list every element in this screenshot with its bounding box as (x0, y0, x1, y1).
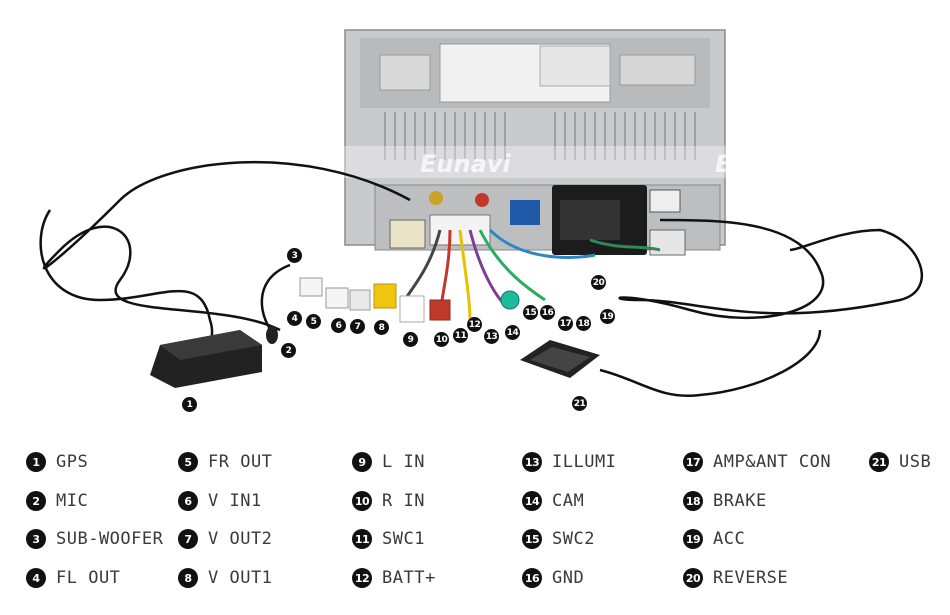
legend-item-5: 5 FR OUT (178, 451, 272, 473)
legend-label: MIC (56, 491, 89, 511)
legend-item-17: 17 AMP&ANT CON (683, 451, 831, 473)
callout-12: 12 (467, 317, 482, 332)
legend-item-6: 6 V IN1 (178, 490, 262, 512)
legend-label: SWC1 (382, 529, 425, 549)
legend-number-badge: 9 (352, 452, 372, 472)
callout-6: 6 (331, 318, 346, 333)
legend-item-14: 14 CAM (522, 490, 584, 512)
legend-number-badge: 21 (869, 452, 889, 472)
callout-5: 5 (306, 314, 321, 329)
callout-10: 10 (434, 332, 449, 347)
watermark-text: Eunavi (715, 150, 806, 178)
callout-18: 18 (576, 316, 591, 331)
legend-number-badge: 17 (683, 452, 703, 472)
callout-2: 2 (281, 343, 296, 358)
legend-item-8: 8 V OUT1 (178, 567, 272, 589)
heat-sink (384, 112, 696, 160)
callout-4: 4 (287, 311, 302, 326)
legend-label: V IN1 (208, 491, 262, 511)
legend-item-10: 10 R IN (352, 490, 425, 512)
head-unit-photo: Eunavi Eunavi Eunavi (0, 29, 950, 398)
legend-item-15: 15 SWC2 (522, 528, 595, 550)
callout-17: 17 (558, 316, 573, 331)
legend-number-badge: 10 (352, 491, 372, 511)
legend-number-badge: 6 (178, 491, 198, 511)
legend-label: BRAKE (713, 491, 767, 511)
legend-number-badge: 4 (26, 568, 46, 588)
legend-number-badge: 18 (683, 491, 703, 511)
watermark-text: Eunavi (420, 150, 511, 178)
legend-label: ILLUMI (552, 452, 617, 472)
legend-label: V OUT1 (208, 568, 273, 588)
rca-plugs (299, 277, 520, 323)
callout-1: 1 (182, 397, 197, 412)
legend-label: GPS (56, 452, 89, 472)
callout-21: 21 (572, 396, 587, 411)
usb-connector (520, 340, 600, 378)
legend-label: AMP&ANT CON (713, 452, 832, 472)
legend-item-12: 12 BATT+ (352, 567, 436, 589)
legend-label: SWC2 (552, 529, 595, 549)
legend-label: V OUT2 (208, 529, 273, 549)
legend-number-badge: 12 (352, 568, 372, 588)
gps-antenna (150, 330, 262, 388)
legend-number-badge: 11 (352, 529, 372, 549)
legend-number-badge: 15 (522, 529, 542, 549)
callout-3: 3 (287, 248, 302, 263)
callout-13: 13 (484, 329, 499, 344)
legend-number-badge: 19 (683, 529, 703, 549)
legend-number-badge: 20 (683, 568, 703, 588)
legend-item-1: 1 GPS (26, 451, 88, 473)
legend-item-11: 11 SWC1 (352, 528, 425, 550)
callout-20: 20 (591, 275, 606, 290)
legend-number-badge: 14 (522, 491, 542, 511)
legend-label: ACC (713, 529, 746, 549)
legend-label: GND (552, 568, 585, 588)
legend-item-20: 20 REVERSE (683, 567, 788, 589)
legend-label: FL OUT (56, 568, 121, 588)
legend-label: R IN (382, 491, 425, 511)
legend-number-badge: 16 (522, 568, 542, 588)
legend-number-badge: 2 (26, 491, 46, 511)
legend-label: FR OUT (208, 452, 273, 472)
legend-number-badge: 7 (178, 529, 198, 549)
legend-number-badge: 3 (26, 529, 46, 549)
callout-15: 15 (523, 305, 538, 320)
callout-14: 14 (505, 325, 520, 340)
callout-8: 8 (374, 320, 389, 335)
legend-item-18: 18 BRAKE (683, 490, 767, 512)
head-unit-chassis (344, 29, 726, 256)
legend-label: REVERSE (713, 568, 789, 588)
legend-item-13: 13 ILLUMI (522, 451, 616, 473)
legend-label: USB (899, 452, 932, 472)
legend-item-2: 2 MIC (26, 490, 88, 512)
legend-number-badge: 5 (178, 452, 198, 472)
legend-item-9: 9 L IN (352, 451, 425, 473)
legend-label: CAM (552, 491, 585, 511)
callout-11: 11 (453, 328, 468, 343)
callout-16: 16 (540, 305, 555, 320)
callout-9: 9 (403, 332, 418, 347)
legend-label: L IN (382, 452, 425, 472)
legend-number-badge: 8 (178, 568, 198, 588)
legend-item-21: 21 USB (869, 451, 931, 473)
legend-number-badge: 13 (522, 452, 542, 472)
legend-item-3: 3 SUB-WOOFER (26, 528, 163, 550)
legend-number-badge: 1 (26, 452, 46, 472)
microphone (266, 326, 278, 344)
legend-item-7: 7 V OUT2 (178, 528, 272, 550)
legend-item-19: 19 ACC (683, 528, 745, 550)
legend-label: SUB-WOOFER (56, 529, 164, 549)
legend-item-4: 4 FL OUT (26, 567, 120, 589)
watermark-band: Eunavi Eunavi Eunavi (0, 146, 950, 178)
callout-7: 7 (350, 319, 365, 334)
legend-item-16: 16 GND (522, 567, 584, 589)
callout-19: 19 (600, 309, 615, 324)
harness-wires (403, 228, 661, 321)
legend-label: BATT+ (382, 568, 436, 588)
